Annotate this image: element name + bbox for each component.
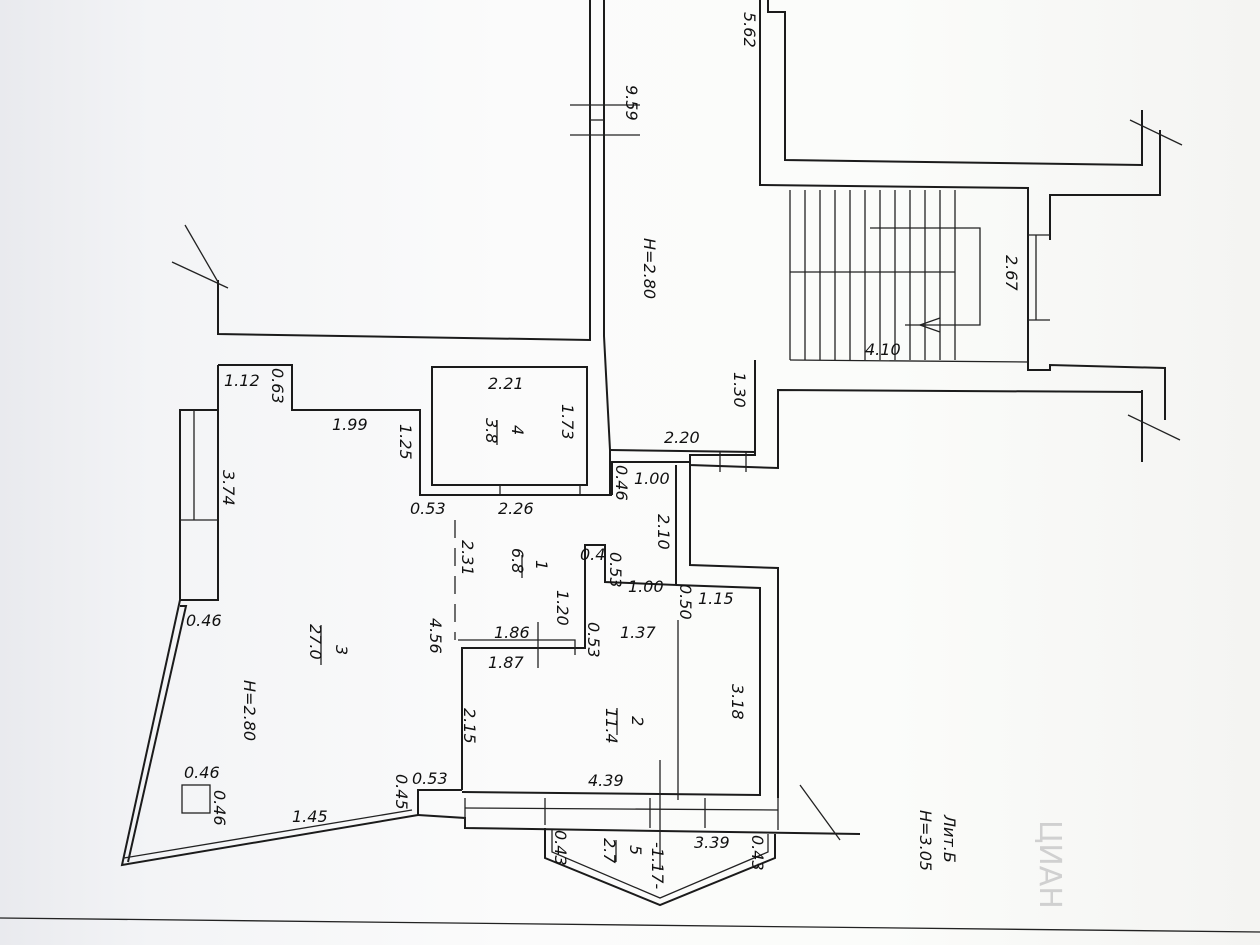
stair-hall-wall [759,0,1166,420]
window-frame [179,409,218,600]
svg-text:1.12: 1.12 [224,371,260,390]
dimension-labels: 5.62 9.59 2.67 4.10 1.30 2.20 1.12 0.63 … [184,12,1021,889]
room-1-label: 1 6.8 [508,548,551,578]
svg-text:-1.17-: -1.17- [648,842,667,889]
cut-mark [1129,119,1183,146]
svg-text:1.25: 1.25 [396,424,415,460]
svg-text:1.73: 1.73 [558,404,577,440]
column [181,784,211,814]
svg-text:0.53: 0.53 [410,499,446,518]
svg-text:2.21: 2.21 [488,374,524,393]
room-5-inner [551,830,769,899]
svg-text:4.56: 4.56 [426,618,445,654]
corridor-height: H=2.80 [640,238,659,299]
bottom-wall [417,814,861,835]
corridor-left-wall [217,0,591,342]
svg-text:2.26: 2.26 [498,499,534,518]
svg-text:2.10: 2.10 [654,514,673,550]
svg-text:2: 2 [628,716,647,726]
room-4-outline [431,366,588,486]
svg-text:1.30: 1.30 [730,372,749,408]
window-line [464,807,779,811]
svg-text:1.00: 1.00 [634,469,670,488]
svg-text:9.59: 9.59 [622,85,641,121]
room-2-top-wall [458,639,576,655]
corridor-inner-wall [603,0,611,495]
room-3-height: H=2.80 [240,680,259,741]
room-3-bottom-inner [123,809,413,859]
svg-text:0.4: 0.4 [580,545,605,564]
svg-text:1.86: 1.86 [494,623,530,642]
svg-text:4: 4 [508,425,527,435]
cut-mark [171,261,229,289]
building-height: H=3.05 [916,810,935,871]
svg-text:1.87: 1.87 [488,653,524,672]
svg-text:11.4: 11.4 [602,708,621,744]
svg-text:3.18: 3.18 [728,684,747,720]
room-3-top-wall [218,364,612,496]
passage-wall [689,360,1143,470]
svg-text:0.43: 0.43 [551,830,570,866]
svg-text:3.39: 3.39 [694,833,730,852]
svg-text:2.20: 2.20 [664,428,700,447]
room-1-inner-wall [461,465,677,790]
svg-text:3: 3 [332,645,351,655]
room-4-label: 4 3.8 [482,418,527,445]
room-1-right-wall [611,461,779,798]
room-5-outline [544,828,776,907]
svg-text:0.46: 0.46 [612,465,631,501]
svg-text:4.39: 4.39 [588,771,624,790]
room-2-outline [461,584,761,797]
svg-text:0.53: 0.53 [584,622,603,658]
svg-text:27.0: 27.0 [306,624,325,660]
svg-text:6.8: 6.8 [508,548,527,573]
svg-text:2.67: 2.67 [1002,255,1021,291]
svg-text:1.99: 1.99 [332,415,368,434]
watermark: ЦИАН [1032,820,1067,909]
svg-text:3.74: 3.74 [219,470,238,506]
svg-text:4.10: 4.10 [865,340,901,359]
svg-text:1.00: 1.00 [628,577,664,596]
room-5-label: 5 2.7 [600,838,645,864]
cut-mark [184,224,219,283]
svg-text:0.53: 0.53 [606,552,625,588]
room-3-outer-wall-double [127,605,188,863]
right-wall [1049,130,1161,240]
svg-text:1.37: 1.37 [620,623,656,642]
svg-text:0.63: 0.63 [268,368,287,404]
room-3-outer-wall [120,365,462,867]
svg-text:0.50: 0.50 [676,584,695,620]
svg-text:1.15: 1.15 [698,589,734,608]
lit-label: Лит.Б [940,814,959,863]
svg-text:0.43: 0.43 [748,835,767,871]
upper-room-wall [767,0,1143,167]
svg-text:5: 5 [626,845,645,855]
staircase [789,190,1029,363]
page-edge [0,917,1260,933]
svg-text:1.20: 1.20 [553,590,572,626]
room-2-label: 2 11.4 [602,708,647,744]
svg-text:2.15: 2.15 [460,708,479,744]
svg-text:3.8: 3.8 [482,418,501,443]
svg-text:0.53: 0.53 [412,769,448,788]
passage-threshold [609,449,756,453]
svg-text:0.45: 0.45 [392,774,411,810]
cut-mark [1127,414,1181,441]
room-3-label: 3 27.0 [306,624,351,665]
svg-text:0.46: 0.46 [186,611,222,630]
cut-mark [799,784,841,841]
svg-text:2.7: 2.7 [600,838,619,864]
svg-text:5.62: 5.62 [740,12,759,48]
svg-text:1: 1 [532,560,551,570]
svg-text:2.31: 2.31 [458,540,477,576]
svg-text:0.46: 0.46 [184,763,220,782]
svg-text:1.45: 1.45 [292,807,328,826]
svg-text:0.46: 0.46 [210,790,229,826]
